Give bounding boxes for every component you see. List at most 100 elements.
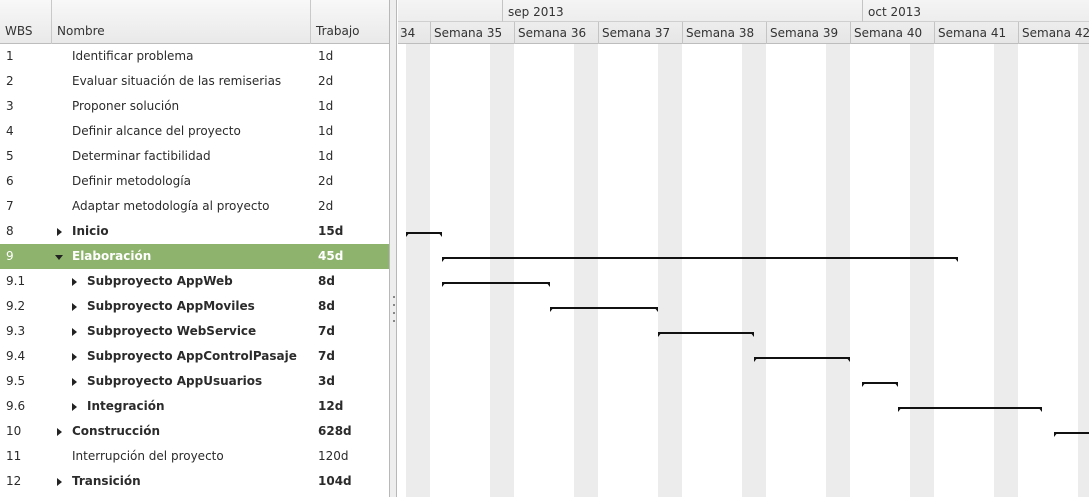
collapse-triangle-icon[interactable]: [55, 255, 63, 260]
wbs-cell: 9.6: [6, 399, 26, 413]
expand-triangle-icon[interactable]: [57, 428, 62, 436]
task-name-cell: Elaboración: [72, 249, 152, 263]
wbs-cell: 1: [6, 49, 14, 63]
week-label: 34: [400, 26, 416, 40]
task-name-cell: Subproyecto AppWeb: [87, 274, 233, 288]
pane-splitter[interactable]: [390, 0, 397, 497]
task-name-cell: Subproyecto AppMoviles: [87, 299, 255, 313]
work-cell: 2d: [318, 74, 334, 88]
task-name-cell: Definir metodología: [72, 174, 191, 188]
month-label: oct 2013: [862, 0, 1089, 22]
week-label: Semana 35: [430, 22, 514, 44]
week-label: Semana 36: [514, 22, 598, 44]
task-name-cell: Construcción: [72, 424, 161, 438]
summary-task-bar[interactable]: [550, 307, 658, 312]
column-header-wbs[interactable]: WBS: [0, 0, 52, 44]
table-row[interactable]: 9.2 Subproyecto AppMoviles 8d: [0, 294, 389, 319]
wbs-cell: 9.3: [6, 324, 26, 338]
task-name-cell: Transición: [72, 474, 141, 488]
expand-triangle-icon[interactable]: [72, 353, 77, 361]
summary-task-bar[interactable]: [442, 257, 958, 262]
wbs-cell: 8: [6, 224, 14, 238]
table-row[interactable]: 7 Adaptar metodología al proyecto 2d: [0, 194, 389, 219]
summary-task-bar[interactable]: [1054, 432, 1089, 437]
summary-task-bar[interactable]: [658, 332, 754, 337]
week-label: Semana 38: [682, 22, 766, 44]
wbs-cell: 7: [6, 199, 14, 213]
column-header-name[interactable]: Nombre: [52, 0, 311, 44]
week-label: Semana 37: [598, 22, 682, 44]
task-name-cell: Adaptar metodología al proyecto: [72, 199, 270, 213]
weekend-column: [910, 44, 934, 497]
weekend-column: [406, 44, 430, 497]
wbs-cell: 9.2: [6, 299, 26, 313]
weekend-column: [742, 44, 766, 497]
summary-task-bar[interactable]: [898, 407, 1042, 412]
weekend-column: [490, 44, 514, 497]
task-name-cell: Interrupción del proyecto: [72, 449, 224, 463]
task-name-cell: Inicio: [72, 224, 109, 238]
wbs-cell: 10: [6, 424, 22, 438]
task-name-cell: Proponer solución: [72, 99, 180, 113]
task-name-cell: Subproyecto AppUsuarios: [87, 374, 263, 388]
summary-task-bar[interactable]: [862, 382, 898, 387]
wbs-cell: 3: [6, 99, 14, 113]
work-cell: 8d: [318, 299, 335, 313]
wbs-cell: 2: [6, 74, 14, 88]
splitter-grip-dot: [393, 296, 395, 298]
expand-triangle-icon[interactable]: [72, 303, 77, 311]
wbs-cell: 4: [6, 124, 14, 138]
summary-task-bar[interactable]: [442, 282, 550, 287]
table-header: WBS Nombre Trabajo: [0, 0, 389, 44]
wbs-cell: 9: [6, 249, 14, 263]
month-label: sep 2013: [502, 0, 862, 22]
summary-task-bar[interactable]: [406, 232, 442, 237]
wbs-cell: 12: [6, 474, 22, 488]
expand-triangle-icon[interactable]: [72, 278, 77, 286]
work-cell: 120d: [318, 449, 349, 463]
week-label: Semana 41: [934, 22, 1018, 44]
weekend-column: [574, 44, 598, 497]
work-cell: 1d: [318, 149, 334, 163]
weekend-column: [658, 44, 682, 497]
expand-triangle-icon[interactable]: [72, 403, 77, 411]
month-label-filler: [398, 0, 502, 22]
wbs-cell: 9.5: [6, 374, 26, 388]
task-name-cell: Subproyecto AppControlPasaje: [87, 349, 297, 363]
work-cell: 1d: [318, 49, 334, 63]
weekend-column: [1078, 44, 1089, 497]
work-cell: 7d: [318, 349, 335, 363]
expand-triangle-icon[interactable]: [72, 328, 77, 336]
expand-triangle-icon[interactable]: [57, 478, 62, 486]
summary-task-bar[interactable]: [754, 357, 850, 362]
expand-triangle-icon[interactable]: [72, 378, 77, 386]
column-header-work[interactable]: Trabajo: [316, 24, 360, 38]
work-cell: 2d: [318, 199, 334, 213]
splitter-grip-dot: [393, 304, 395, 306]
splitter-grip-dot: [393, 320, 395, 322]
task-name-cell: Integración: [87, 399, 165, 413]
expand-triangle-icon[interactable]: [57, 228, 62, 236]
work-cell: 2d: [318, 174, 334, 188]
task-name-cell: Subproyecto WebService: [87, 324, 257, 338]
